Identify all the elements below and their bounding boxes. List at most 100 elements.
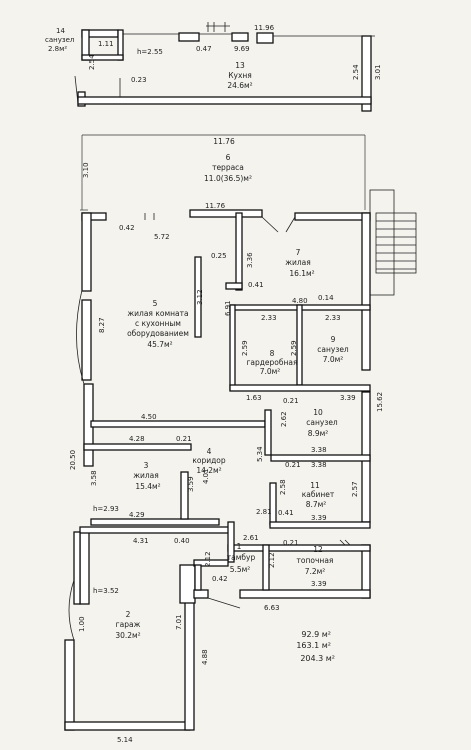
room10-area: 8.9м² [308,429,329,438]
room3-area: 15.4м² [135,482,160,491]
dim-0-21c: 0.21 [285,461,301,469]
dim-8-27: 8.27 [98,317,106,333]
room6-area: 11.0(36.5)м² [204,174,252,183]
dim-3-01: 3.01 [374,64,382,80]
room13-name: Кухня [228,71,252,80]
kitchen-height: h=2.55 [137,48,163,56]
dim-3-58: 3.58 [90,470,98,486]
dim-2-59b: 2.59 [290,340,298,356]
room3-name: жилая [133,471,159,480]
room8-area: 7.0м² [260,367,281,376]
dim-2-33a: 2.33 [261,314,277,322]
room3-number: 3 [144,461,149,470]
room9-name: санузел [317,345,349,354]
room5-number: 5 [153,299,158,308]
dim-0-21b: 0.21 [176,435,192,443]
room14-number: 14 [56,27,65,35]
room7-number: 7 [296,248,301,257]
dim-3-38a: 3.38 [311,446,327,454]
dim-2-61: 2.61 [243,534,259,542]
dim-5-72: 5.72 [154,233,170,241]
room1-area: 5.5м² [230,565,251,574]
dim-11-96: 11.96 [254,24,275,32]
dim-2-81: 2.81 [256,508,272,516]
dim-2-59a: 2.59 [241,340,249,356]
dim-0-41a: 0.41 [248,281,264,289]
room7-area: 16.1м² [289,269,314,278]
dim-5-14: 5.14 [117,736,133,744]
dim-3-39b: 3.39 [311,514,327,522]
dim-11-76b: 11.76 [205,202,226,210]
room5-name: жилая комната [127,309,188,318]
dim-0-42b: 0.42 [212,575,228,583]
room5-name3: оборудованием [127,329,189,338]
room12-number: 12 [313,545,323,554]
dim-6-91: 6.91 [224,300,232,316]
dim-4-50: 4.50 [141,413,157,421]
dim-2-33b: 2.33 [325,314,341,322]
room2-area: 30.2м² [115,631,140,640]
room13-number: 13 [235,61,245,70]
dim-1-11: 1.11 [98,40,114,48]
dim-0-47: 0.47 [196,45,212,53]
room11-name: кабинет [302,490,335,499]
room12-name: топочная [297,556,334,565]
room1-number: 1 [237,542,242,551]
dim-1-00: 1.00 [78,616,86,632]
room1-name: тамбур [227,553,256,562]
total-area-3: 204.3 м² [300,654,335,663]
dim-4-80: 4.80 [292,297,308,305]
room4-number: 4 [207,447,212,456]
dim-6-63: 6.63 [264,604,280,612]
dim-11-76a: 11.76 [213,137,235,146]
room6-number: 6 [226,153,231,162]
room14-area: 2.8м² [48,45,67,53]
dim-2-62: 2.62 [280,411,288,427]
dim-0-25: 0.25 [211,252,227,260]
dim-15-62: 15.62 [376,392,384,412]
dim-1-63: 1.63 [246,394,262,402]
dim-4-01: 4.01 [202,468,210,484]
dim-0-21d: 0.21 [283,539,299,547]
room10-number: 10 [313,408,323,417]
dim-5-34: 5.34 [256,446,264,462]
room4-area: 14.2м² [196,466,221,475]
room9-area: 7.0м² [323,355,344,364]
room2-name: гараж [116,620,141,629]
dim-0-42a: 0.42 [119,224,135,232]
stairs [369,189,417,296]
dim-4-28: 4.28 [129,435,145,443]
dim-3-59: 3.59 [187,476,195,492]
dim-2-12b: 2.12 [268,552,276,568]
room11-number: 11 [310,481,320,490]
room8-name: гардеробная [246,358,297,367]
dim-2-54a: 2.54 [88,54,96,70]
dim-3-10: 3.10 [82,162,90,178]
dim-3-38b: 3.38 [311,461,327,469]
room12-area: 7.2м² [305,567,326,576]
room5-name2: с кухонным [135,319,181,328]
room7-name: жилая [285,258,311,267]
room2-number: 2 [126,610,131,619]
dim-2-12a: 2.12 [204,551,212,567]
dim-4-88: 4.88 [201,649,209,665]
terrace-outline [80,134,366,211]
dim-0-41b: 0.41 [278,509,294,517]
dim-20-50: 20.50 [69,450,77,470]
room8-number: 8 [270,349,275,358]
dim-0-23: 0.23 [131,76,147,84]
room13-area: 24.6м² [227,81,252,90]
total-area-2: 163.1 м² [296,641,331,650]
room9-number: 9 [331,335,336,344]
dim-3-39c: 3.39 [311,580,327,588]
dim-7-01: 7.01 [175,614,183,630]
kitchen-block [74,22,375,112]
dim-0-40: 0.40 [174,537,190,545]
dim-0-14: 0.14 [318,294,334,302]
room11-area: 8.7м² [306,500,327,509]
dim-3-12: 3.12 [196,289,204,305]
room6-name: терраса [212,163,244,172]
garage-height: h=3.52 [93,587,119,595]
dim-2-54b: 2.54 [352,64,360,80]
